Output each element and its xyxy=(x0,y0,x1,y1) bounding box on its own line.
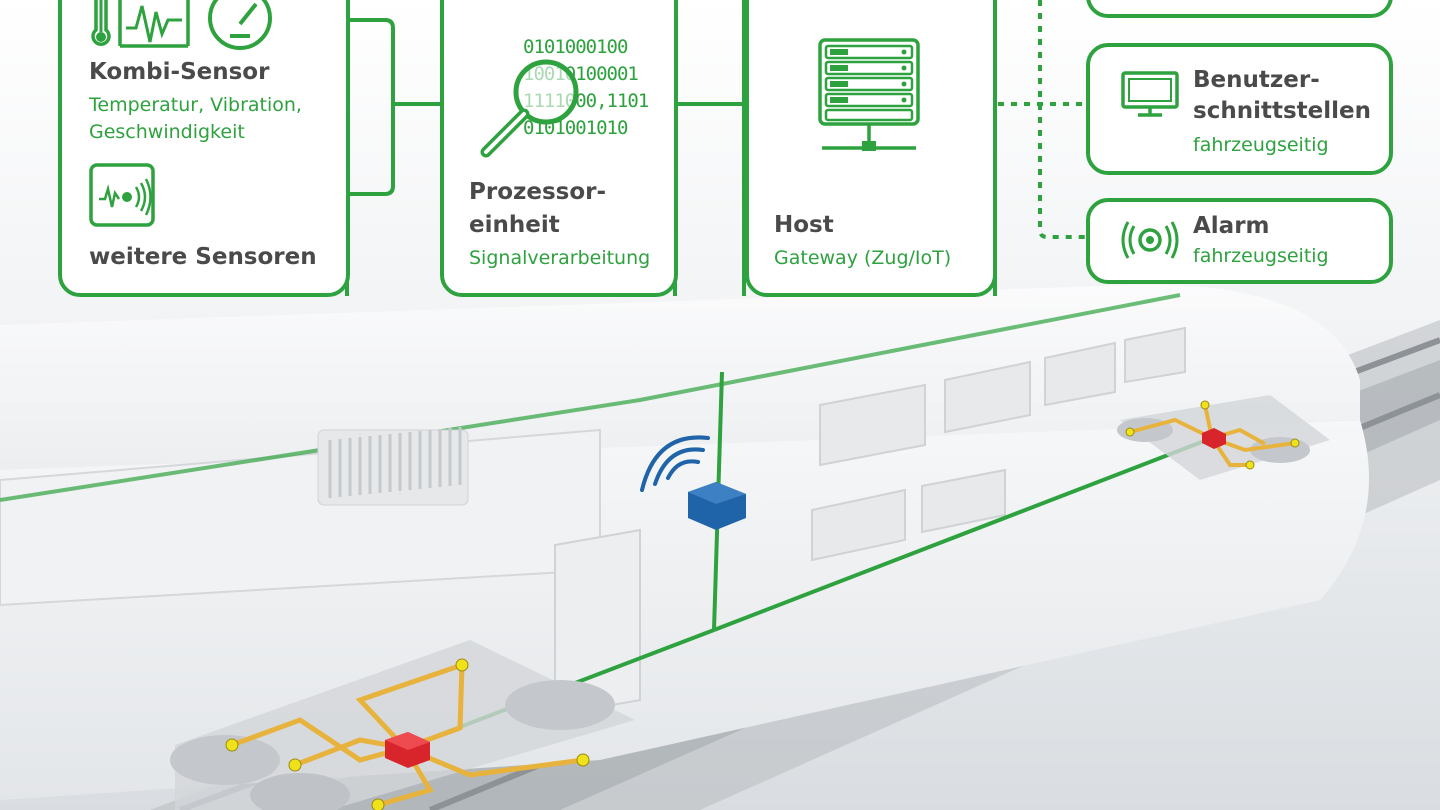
gauge-icon xyxy=(208,0,272,50)
host-title: Host xyxy=(774,212,834,238)
dotted-connectors xyxy=(972,0,1098,239)
processor-module-rear xyxy=(1202,428,1226,449)
train-door xyxy=(554,528,641,717)
train-roof xyxy=(0,284,1360,470)
benutzer-title-1: Benutzer- xyxy=(1193,67,1320,93)
bus-line-rear xyxy=(713,436,1213,632)
monitor-icon xyxy=(1121,71,1179,117)
benutzer-title-2: schnittstellen xyxy=(1193,98,1371,124)
card-benutzer xyxy=(1086,43,1393,175)
train-windows xyxy=(811,326,1186,562)
kombi-sub-1: Temperatur, Vibration, xyxy=(89,94,302,116)
processor-module-front xyxy=(385,732,430,768)
prozessor-title-1: Prozessor- xyxy=(469,179,607,205)
card-kombi-sensor xyxy=(58,0,350,297)
magnifier-icon xyxy=(480,59,579,158)
alarm-title: Alarm xyxy=(1193,213,1270,239)
alarm-sub: fahrzeugseitig xyxy=(1193,245,1329,267)
sensor-icon xyxy=(89,163,155,227)
host-sub: Gateway (Zug/IoT) xyxy=(774,247,952,269)
thermometer-icon xyxy=(91,0,111,46)
gateway-module xyxy=(688,482,746,530)
kombi-more: weitere Sensoren xyxy=(89,244,317,270)
alarm-icon xyxy=(1121,221,1179,259)
binary-line-1: 0101000100 xyxy=(523,36,628,58)
server-icon xyxy=(818,38,920,151)
card-alarm xyxy=(1086,198,1393,284)
benutzer-sub: fahrzeugseitig xyxy=(1193,134,1329,156)
sensor-dots-rear xyxy=(1125,400,1300,470)
kombi-title: Kombi-Sensor xyxy=(89,59,270,85)
roof-bus-line xyxy=(0,293,1181,502)
sensor-dots-front xyxy=(225,658,590,810)
card-prozessor xyxy=(440,0,678,297)
prozessor-title-2: einheit xyxy=(469,212,560,238)
prozessor-sub: Signalverarbeitung xyxy=(469,247,651,269)
vent-slats xyxy=(328,427,462,498)
vibration-icon xyxy=(118,0,190,48)
kombi-sub-2: Geschwindigkeit xyxy=(89,121,245,143)
wifi-icon xyxy=(640,435,710,492)
card-top-partial xyxy=(1086,0,1393,18)
